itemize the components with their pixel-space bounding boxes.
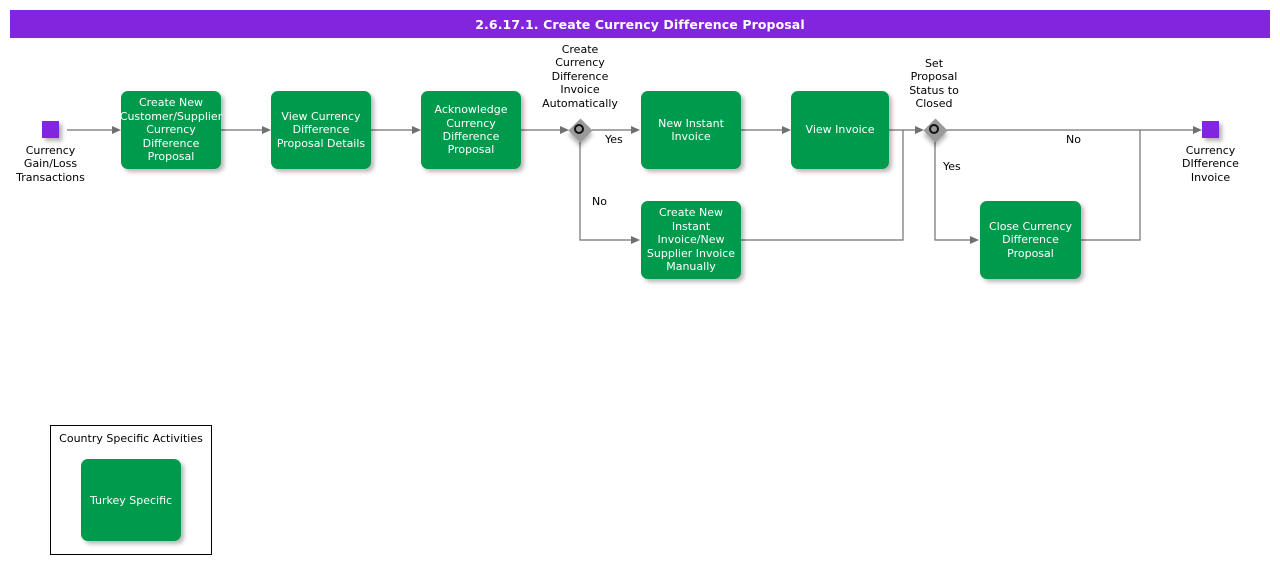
end-event-label-line-1: Currency [1185, 144, 1236, 157]
task-new-instant-invoice[interactable]: New Instant Invoice [641, 91, 741, 169]
task-line: Difference [442, 130, 500, 143]
gateway-label-line: Create [561, 43, 599, 56]
task-line: Supplier Invoice [646, 246, 736, 260]
task-acknowledge-proposal[interactable]: Acknowledge Currency Difference Proposal [421, 91, 521, 169]
end-event-currency-difference-invoice[interactable] [1202, 121, 1219, 138]
edge-label-gw2-yes: Yes [943, 160, 961, 173]
task-line: Currency [146, 123, 196, 137]
task-line: View Currency [281, 109, 361, 123]
task-line: Create New [658, 206, 724, 220]
start-event-label-line-2: Gain/Loss [23, 157, 78, 171]
gateway-circle-icon [929, 124, 939, 134]
task-line: Instant [671, 219, 711, 233]
gateway-label-line: Set [924, 57, 944, 70]
gateway-label-line: Difference [551, 69, 609, 83]
edge-label-gw1-yes: Yes [605, 133, 623, 146]
task-line: Invoice [671, 130, 711, 143]
task-view-invoice[interactable]: View Invoice [791, 91, 889, 169]
task-line: Proposal [447, 143, 495, 157]
task-line: Proposal [147, 150, 195, 164]
gateway-label-line: Currency [555, 56, 605, 70]
legend-item-label: Turkey Specific [89, 493, 173, 507]
edge-label-gw1-no: No [592, 195, 607, 208]
gateway-label-line: Closed [915, 97, 953, 111]
gateway-label-line: Invoice [560, 83, 600, 97]
task-line: View Invoice [805, 123, 875, 137]
task-line: Invoice/New [657, 233, 725, 247]
end-event-label-line-3: Invoice [1190, 170, 1231, 184]
task-line: Proposal [1007, 246, 1054, 260]
gateway-label-line: Automatically [542, 96, 618, 110]
task-line: Customer/Supplier [119, 109, 223, 123]
legend-title: Country Specific Activities [59, 432, 203, 445]
gateway-circle-icon [574, 124, 584, 134]
task-create-new-proposal[interactable]: Create New Customer/Supplier Currency Di… [119, 91, 223, 169]
start-event-label-line-1: Currency [25, 144, 76, 157]
gateway-create-invoice-automatically[interactable] [567, 117, 593, 143]
gateway-label-line: Status to [909, 83, 959, 97]
gateway-create-invoice-automatically-label: Create Currency Difference Invoice Autom… [530, 43, 630, 110]
legend-country-specific-activities: Country Specific Activities Turkey Speci… [50, 425, 212, 555]
task-line: Acknowledge [434, 103, 508, 117]
start-event-label: Currency Gain/Loss Transactions [0, 144, 101, 184]
task-line: Currency [446, 116, 496, 130]
task-line: Create New [138, 96, 204, 110]
gateway-set-proposal-status-closed-label: Set Proposal Status to Closed [884, 57, 984, 111]
task-view-proposal-details[interactable]: View Currency Difference Proposal Detail… [271, 91, 371, 169]
start-event-label-line-3: Transactions [16, 170, 85, 184]
end-event-label-line-2: DIfference [1182, 157, 1239, 171]
start-event-currency-gain-loss[interactable] [42, 121, 59, 138]
task-create-invoice-manually[interactable]: Create New Instant Invoice/New Supplier … [641, 201, 741, 279]
page-title: 2.6.17.1. Create Currency Difference Pro… [10, 10, 1270, 38]
gateway-label-line: Proposal [910, 70, 958, 84]
legend-item-turkey-specific[interactable]: Turkey Specific [81, 459, 181, 541]
task-line: New Instant [658, 116, 724, 130]
task-line: Difference [142, 136, 200, 150]
task-line: Difference [292, 123, 350, 137]
task-close-proposal[interactable]: Close Currency Difference Proposal [980, 201, 1081, 279]
task-line: Difference [1002, 233, 1059, 247]
task-line: Proposal Details [276, 136, 366, 150]
task-line: Manually [666, 260, 716, 274]
edge-label-gw2-no: No [1066, 133, 1081, 146]
end-event-label: Currency DIfference Invoice [1160, 144, 1261, 184]
gateway-set-proposal-status-closed[interactable] [922, 117, 948, 143]
task-line: Close Currency [988, 219, 1073, 233]
